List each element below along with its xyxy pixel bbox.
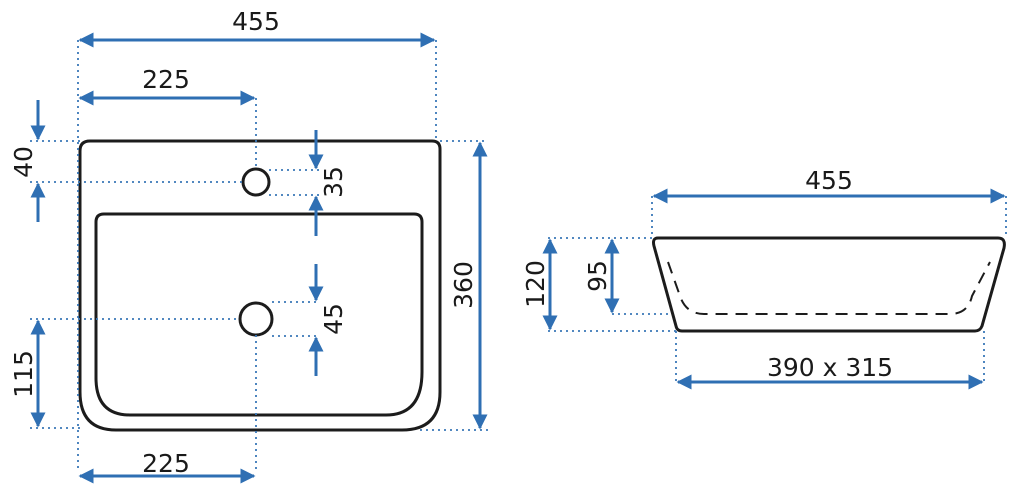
side-height-label: 120 xyxy=(521,260,550,308)
base-size-label: 390 x 315 xyxy=(767,353,893,382)
tap-diameter-label: 35 xyxy=(319,166,348,198)
tap-offset-label: 225 xyxy=(142,65,190,94)
drain-diameter-label: 45 xyxy=(319,303,348,335)
side-view: 455 120 95 390 x 315 xyxy=(521,166,1007,390)
drain-offset-label: 225 xyxy=(142,449,190,478)
basin-outer-outline xyxy=(78,139,442,432)
drain-from-bottom-label: 115 xyxy=(9,350,38,398)
inner-depth-label: 95 xyxy=(583,260,612,292)
side-inner-dashed xyxy=(667,261,991,315)
tap-hole xyxy=(241,167,271,197)
tap-from-top-label: 40 xyxy=(9,146,38,178)
drain-hole xyxy=(238,301,274,337)
top-view: 455 225 40 35 45 360 115 225 xyxy=(9,7,488,484)
basin-inner-outline xyxy=(94,212,424,417)
side-top-width-label: 455 xyxy=(805,166,853,195)
depth-label: 360 xyxy=(449,261,478,309)
width-label: 455 xyxy=(232,7,280,36)
side-outline xyxy=(652,236,1006,333)
